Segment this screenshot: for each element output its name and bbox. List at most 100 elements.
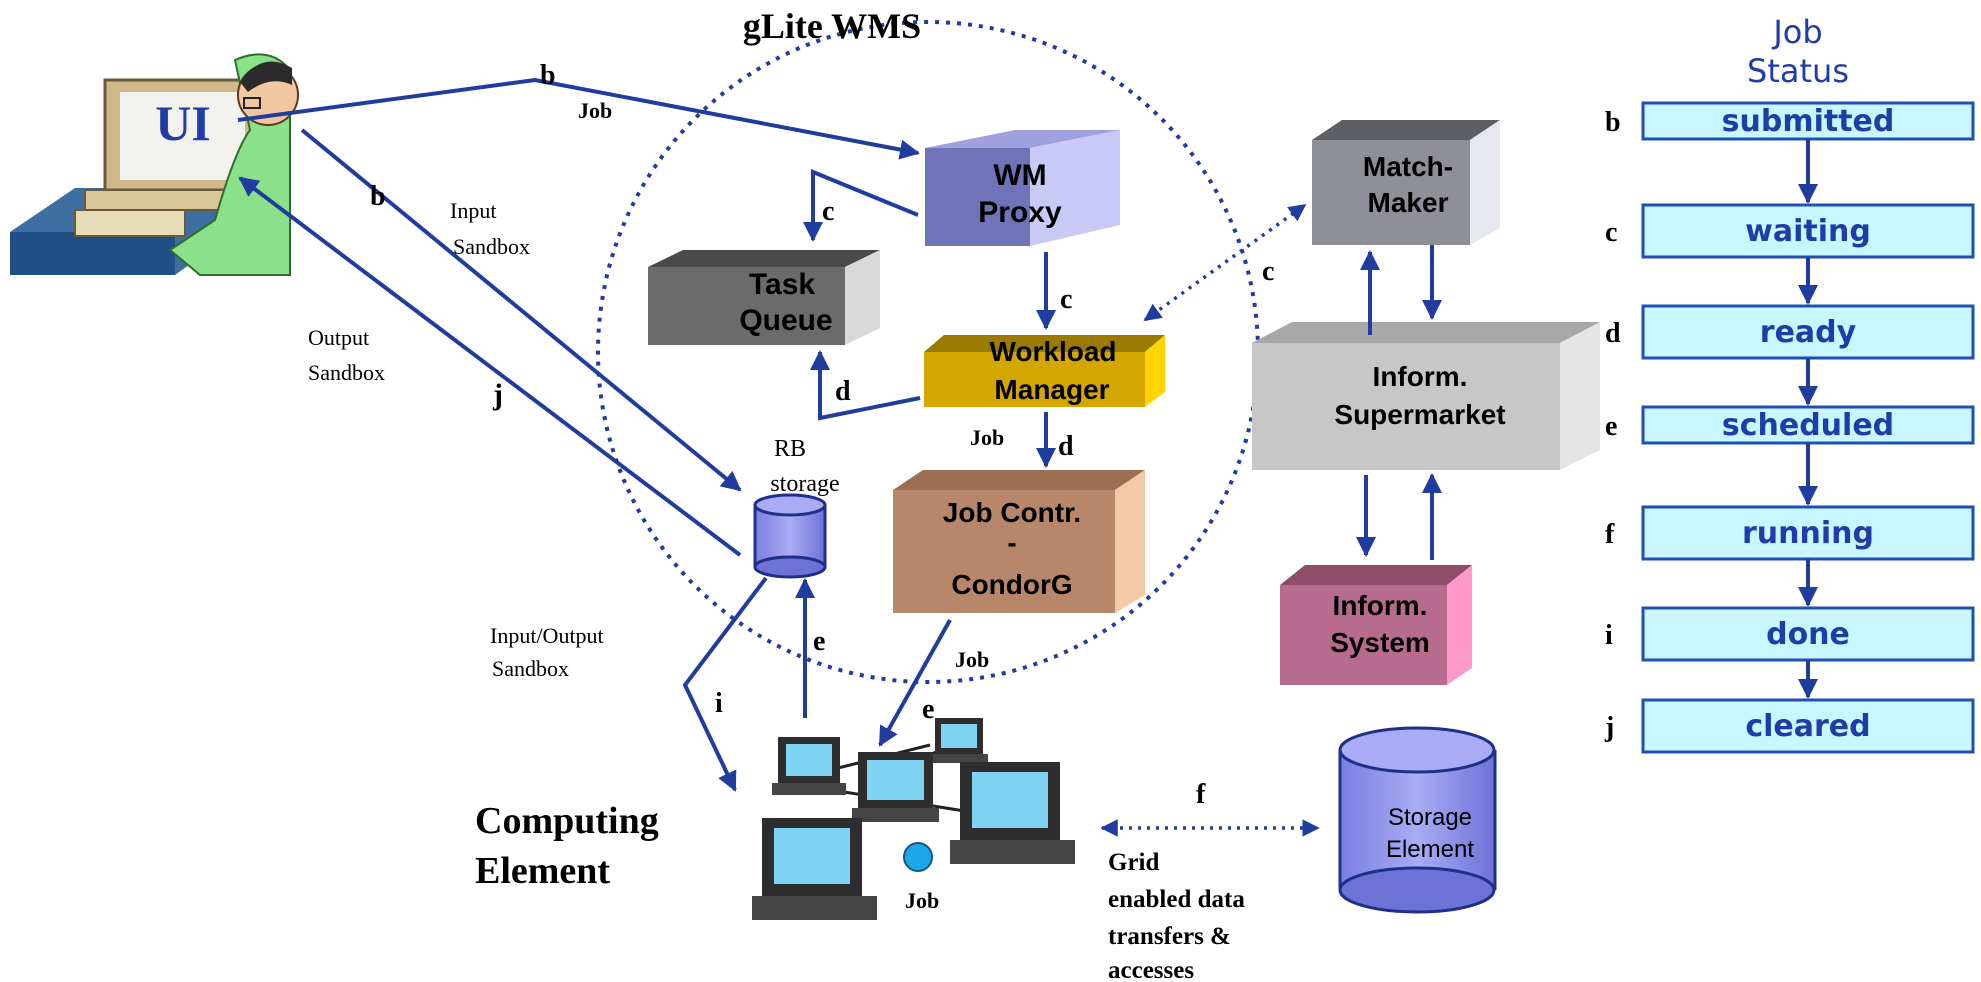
storage-element-label-1: Storage	[1388, 804, 1472, 831]
inform-supermarket-box: Inform. Supermarket	[1252, 322, 1600, 470]
status-box	[1641, 606, 1975, 662]
grid-transfer-labels: Grid enabled data transfers & accesses	[1108, 849, 1245, 982]
sandbox-labels: Input Sandbox Output Sandbox Input/Outpu…	[308, 198, 604, 681]
job-token-dot	[903, 842, 933, 872]
label-e-rb: e	[813, 626, 825, 657]
wm-proxy-label-1: WM	[993, 159, 1046, 192]
arrow-wm-mm	[1143, 203, 1307, 322]
status-box	[1641, 304, 1975, 360]
label-j: j	[492, 378, 503, 411]
status-item: running f	[1605, 505, 1975, 607]
computer-large-right	[950, 762, 1075, 864]
arrow-jc-to-ce	[878, 619, 952, 747]
workload-manager-label-1: Workload	[989, 336, 1116, 367]
output-sandbox-label-2: Sandbox	[308, 360, 385, 385]
job-status-title-1: Job	[1771, 13, 1822, 51]
status-label: scheduled	[1722, 408, 1894, 443]
status-step-letter: i	[1605, 620, 1613, 651]
input-sandbox-label-1: Input	[450, 198, 496, 223]
inform-system-label-2: System	[1330, 627, 1430, 658]
task-queue-label-2: Queue	[739, 304, 832, 337]
status-step-letter: e	[1605, 411, 1617, 442]
storage-element-cylinder: Storage Element	[1338, 726, 1497, 914]
status-item: submitted b	[1605, 101, 1975, 204]
inform-system-label-1: Inform.	[1333, 590, 1428, 621]
status-step-letter: c	[1605, 217, 1617, 248]
match-maker-label-2: Maker	[1368, 187, 1449, 218]
label-d-queue: d	[835, 376, 851, 407]
grid-transfer-label-3: transfers &	[1108, 923, 1231, 950]
status-label: submitted	[1722, 104, 1895, 139]
status-label: waiting	[1745, 214, 1871, 249]
job-status-title-2: Status	[1747, 52, 1849, 90]
flow-labels: b Job b c c c d Job d j e Job e i f Job	[370, 60, 1274, 913]
label-job-jc-ce: Job	[955, 647, 989, 672]
computer-large-left	[752, 818, 877, 920]
wm-proxy-label-2: Proxy	[978, 196, 1062, 229]
status-step-letter: f	[1605, 519, 1615, 550]
job-status-list: submitted b waiting c ready d scheduled e runnin…	[1604, 101, 1975, 754]
label-i: i	[715, 688, 723, 719]
job-controller-label-3: CondorG	[951, 569, 1072, 600]
status-box	[1641, 203, 1975, 259]
arrow-rb-to-ce	[682, 576, 768, 792]
flow-arrows	[237, 77, 1442, 792]
status-item: done i	[1605, 606, 1975, 699]
label-b-top: b	[540, 60, 556, 91]
status-step-letter: b	[1605, 107, 1621, 138]
label-d-jc: d	[1058, 431, 1074, 462]
workload-manager-box: Workload Manager	[924, 335, 1165, 407]
rb-storage-label-1: RB	[774, 436, 806, 462]
grid-transfer-label-4: accesses	[1108, 957, 1194, 982]
status-item: scheduled e	[1605, 405, 1975, 506]
status-label: done	[1766, 617, 1850, 652]
inform-supermarket-label-1: Inform.	[1373, 361, 1468, 392]
job-controller-label-2: -	[1007, 527, 1016, 558]
computing-element-cluster	[752, 718, 1075, 920]
arrow-ui-to-proxy	[237, 77, 920, 160]
input-sandbox-label-2: Sandbox	[453, 234, 530, 259]
grid-transfer-label-2: enabled data	[1108, 886, 1245, 913]
ui-workstation: UI	[10, 53, 299, 276]
arrow-wm-to-queue	[810, 350, 921, 421]
status-label: running	[1742, 516, 1874, 551]
label-job-top: Job	[578, 98, 612, 123]
status-step-letter: j	[1604, 712, 1614, 743]
output-sandbox-label-1: Output	[308, 325, 369, 350]
computer-mid	[852, 752, 939, 822]
io-sandbox-label-2: Sandbox	[492, 656, 569, 681]
grid-transfer-label-1: Grid	[1108, 849, 1159, 876]
match-maker-box: Match- Maker	[1312, 120, 1500, 245]
label-job-ce: Job	[905, 888, 939, 913]
label-f: f	[1196, 779, 1206, 810]
rb-storage-label-2: storage	[770, 471, 839, 497]
status-label: cleared	[1745, 709, 1870, 744]
label-b-left: b	[370, 181, 386, 212]
arrow-rb-to-ui	[238, 176, 742, 557]
arrow-ui-to-rb	[300, 128, 742, 492]
task-queue-box: Task Queue	[648, 250, 880, 345]
computer-small-1	[772, 737, 846, 795]
status-item: waiting c	[1605, 203, 1975, 305]
label-job-wm-jc: Job	[970, 425, 1004, 450]
label-c-mm: c	[1262, 256, 1274, 287]
diagram-title: gLite WMS	[743, 6, 921, 46]
task-queue-label-1: Task	[749, 268, 815, 301]
status-item: ready d	[1605, 304, 1975, 406]
status-label: ready	[1760, 315, 1857, 350]
status-box	[1641, 698, 1975, 754]
label-e-ce: e	[922, 694, 934, 725]
label-c-wm: c	[1060, 284, 1072, 315]
job-controller-label-1: Job Contr.	[943, 497, 1081, 528]
computing-element-label-2: Element	[475, 850, 610, 892]
wm-proxy-box: WM Proxy	[925, 130, 1120, 246]
label-c-queue: c	[822, 196, 834, 227]
status-item: cleared j	[1604, 698, 1975, 754]
storage-element-label-2: Element	[1386, 836, 1474, 863]
computing-element-label-1: Computing	[475, 800, 659, 842]
io-sandbox-label-1: Input/Output	[490, 623, 604, 648]
arrow-proxy-to-queue	[803, 169, 919, 242]
match-maker-label-1: Match-	[1363, 151, 1453, 182]
status-step-letter: d	[1605, 318, 1621, 349]
